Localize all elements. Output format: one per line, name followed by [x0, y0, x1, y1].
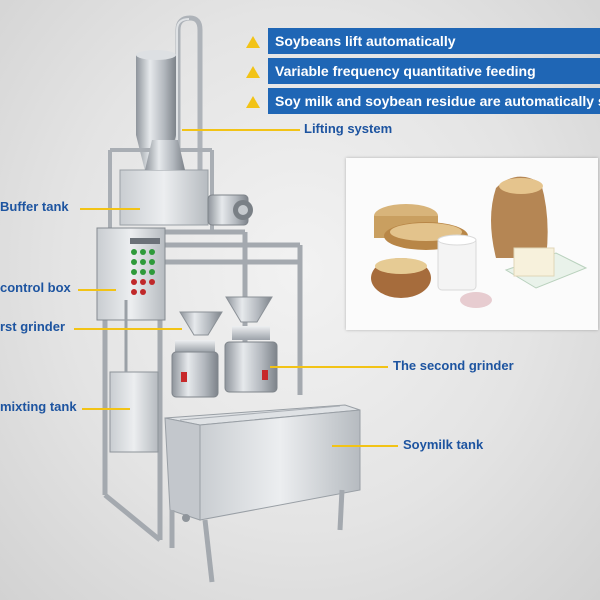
callout-second-grinder: The second grinder: [393, 358, 514, 373]
callout-buffer-tank: Buffer tank: [0, 199, 69, 214]
warning-triangle-icon: [246, 96, 260, 108]
lifting-cylinder: [136, 50, 176, 175]
mixing-tank: [109, 300, 159, 453]
warning-triangle-icon: [246, 36, 260, 48]
callout-first-grinder: rst grinder: [0, 319, 66, 334]
control-box: [96, 227, 166, 321]
leader-line: [78, 289, 116, 291]
first-grinder: [171, 311, 223, 398]
feature-banner-1: Soybeans lift automatically: [268, 28, 600, 54]
feature-text: Variable frequency quantitative feeding: [275, 63, 536, 79]
leader-line: [332, 445, 398, 447]
callout-soymilk-tank: Soymilk tank: [403, 437, 484, 452]
leader-line: [80, 208, 140, 210]
leader-line: [182, 129, 300, 131]
motor: [207, 194, 253, 226]
feature-banner-2: Variable frequency quantitative feeding: [268, 58, 600, 84]
warning-triangle-icon: [246, 66, 260, 78]
soymilk-tank: [164, 404, 361, 583]
feature-text: Soybeans lift automatically: [275, 33, 456, 49]
buffer-tank: [119, 140, 209, 226]
leader-line: [82, 408, 130, 410]
callout-control-box: control box: [0, 280, 71, 295]
control-buttons: [131, 249, 155, 295]
leader-line: [270, 366, 388, 368]
leader-line: [74, 328, 182, 330]
callout-mixing-tank: mixting tank: [0, 399, 77, 414]
callout-lifting-system: Lifting system: [304, 121, 393, 136]
soy-products-image: [346, 158, 598, 330]
soy-products-photo: [346, 158, 598, 330]
second-grinder: [224, 296, 278, 393]
feature-banner-3: Soy milk and soybean residue are automat…: [268, 88, 600, 114]
feature-text: Soy milk and soybean residue are automat…: [275, 93, 600, 109]
